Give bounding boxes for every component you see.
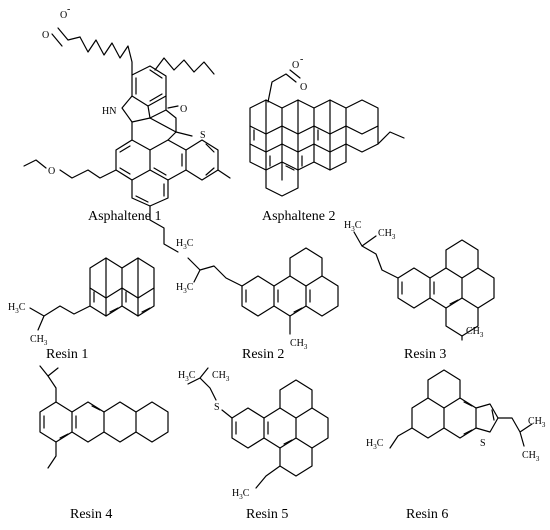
- resin6-s-label: S: [480, 438, 486, 449]
- resin2-ch3-label: CH3: [290, 338, 308, 351]
- caption-resin-4: Resin 4: [70, 507, 112, 522]
- resin1-h3c-label: H3C: [8, 302, 26, 315]
- caption-resin-1: Resin 1: [46, 347, 88, 362]
- caption-resin-5: Resin 5: [246, 507, 288, 522]
- resin6-ch3-top-label: CH3: [528, 416, 546, 429]
- ether-o-label: O: [48, 166, 55, 177]
- resin-4-structure: [39, 365, 169, 469]
- resin5-ch3-label: CH3: [212, 370, 230, 383]
- asph2-o2-label: O: [300, 82, 307, 93]
- asphaltene-2-structure: O - O: [249, 54, 405, 197]
- resin-1-structure: H3C CH3: [8, 257, 155, 347]
- resin5-h3c-bottom-label: H3C: [232, 488, 250, 501]
- resin5-s-label: S: [214, 402, 220, 413]
- resin2-h3c-bottom-label: H3C: [176, 282, 194, 295]
- caption-asphaltene-2: Asphaltene 2: [262, 209, 335, 224]
- resin1-ch3-label: CH3: [30, 334, 48, 347]
- resin3-ch3-label: CH3: [466, 326, 484, 339]
- asph2-o-label: O: [292, 60, 299, 71]
- resin3-h3c-label: H3C: [344, 220, 362, 233]
- resin6-h3c-label: H3C: [366, 438, 384, 451]
- resin-2-structure: CH3 H3C H3C: [176, 238, 339, 351]
- caption-resin-3: Resin 3: [404, 347, 446, 362]
- resin-3-structure: CH3 H3C CH3: [344, 220, 495, 341]
- carboxylate-o-label: O: [60, 10, 67, 21]
- carbonyl-o-label: O: [42, 30, 49, 41]
- caption-resin-2: Resin 2: [242, 347, 284, 362]
- caption-resin-6: Resin 6: [406, 507, 448, 522]
- resin-6-structure: S CH3 CH3 H3C: [366, 369, 546, 463]
- resin5-h3c-label: H3C: [178, 370, 196, 383]
- thiophene-s-label-a1: S: [200, 130, 206, 141]
- amine-nh-label: HN: [102, 106, 116, 117]
- resin2-h3c-top-label: H3C: [176, 238, 194, 251]
- carboxylate-charge-label: -: [67, 4, 70, 15]
- ketone-o-label: O: [180, 104, 187, 115]
- asphaltene-1-structure: O - O HN O S O: [23, 4, 231, 253]
- resin6-ch3-bottom-label: CH3: [522, 450, 540, 463]
- caption-asphaltene-1: Asphaltene 1: [88, 209, 161, 224]
- resin3-ch3-top-label: CH3: [378, 228, 396, 241]
- asph2-charge-label: -: [300, 54, 303, 65]
- resin-5-structure: S H3C CH3 H3C: [178, 367, 329, 501]
